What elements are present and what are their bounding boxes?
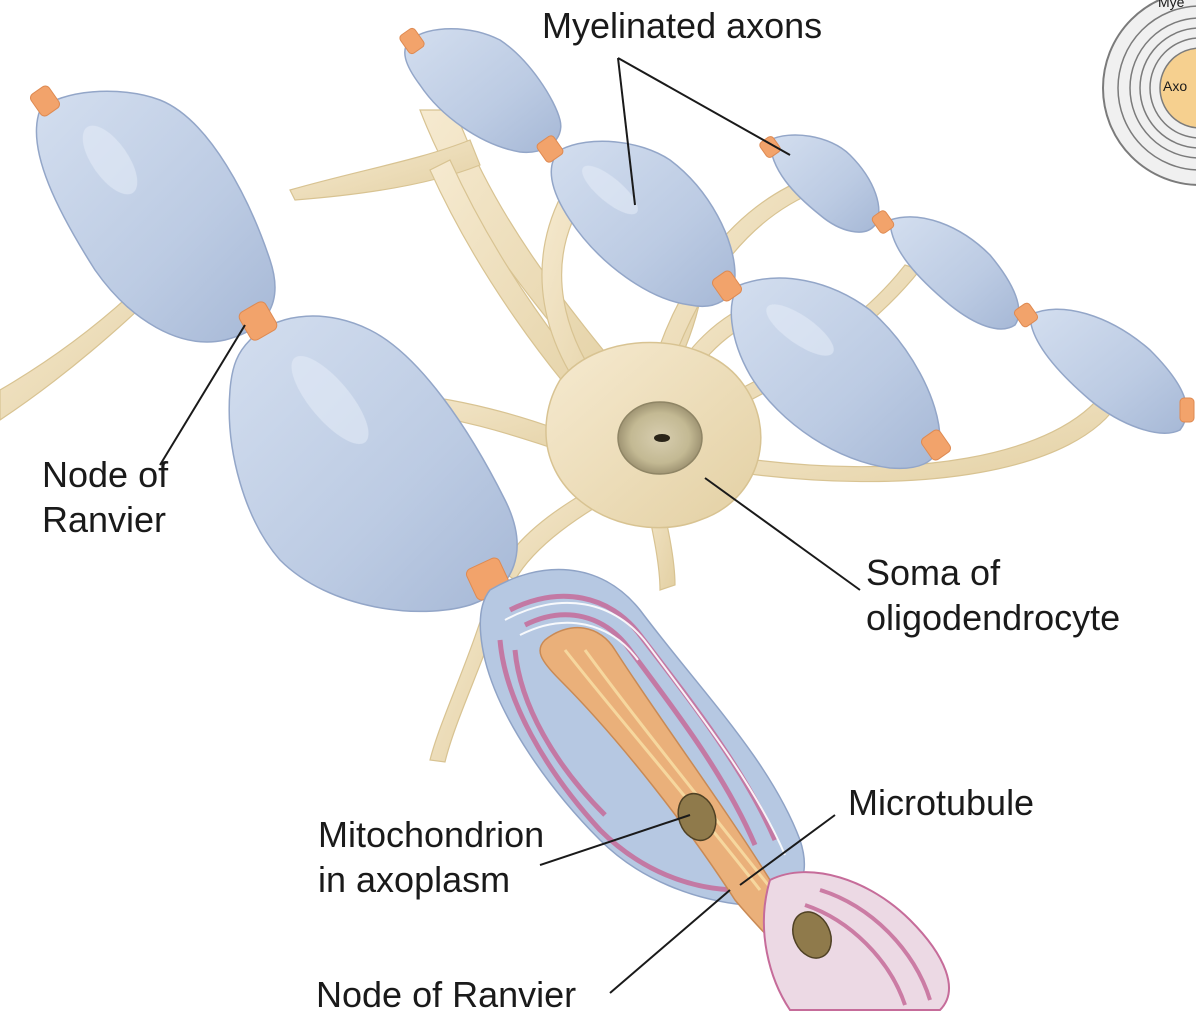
label-soma-line1: Soma of <box>866 553 1000 593</box>
myelin-segment-top <box>405 29 561 153</box>
label-microtubule: Microtubule <box>848 783 1034 823</box>
label-node-of-ranvier-left-line1: Node of <box>42 455 168 495</box>
myelin-segment-center-upper <box>551 141 735 306</box>
inset-label-top: Mye <box>1158 0 1184 10</box>
label-node-of-ranvier-bottom: Node of Ranvier <box>316 975 576 1015</box>
myelin-segment-left-upper <box>36 91 275 342</box>
myelin-segments <box>36 29 1186 612</box>
myelin-segment-mid-right <box>731 278 940 468</box>
label-mitochondrion-line1: Mitochondrion <box>318 815 544 855</box>
inset-label-axon: Axo <box>1163 78 1187 94</box>
myelin-segment-upper-right-1 <box>770 135 879 232</box>
label-soma-line2: oligodendrocyte <box>866 598 1120 638</box>
label-myelinated-axons: Myelinated axons <box>542 6 822 46</box>
oligodendrocyte-soma <box>546 343 761 528</box>
label-node-of-ranvier-left-line2: Ranvier <box>42 500 166 540</box>
nucleolus <box>654 434 670 442</box>
label-mitochondrion-line2: in axoplasm <box>318 860 510 900</box>
